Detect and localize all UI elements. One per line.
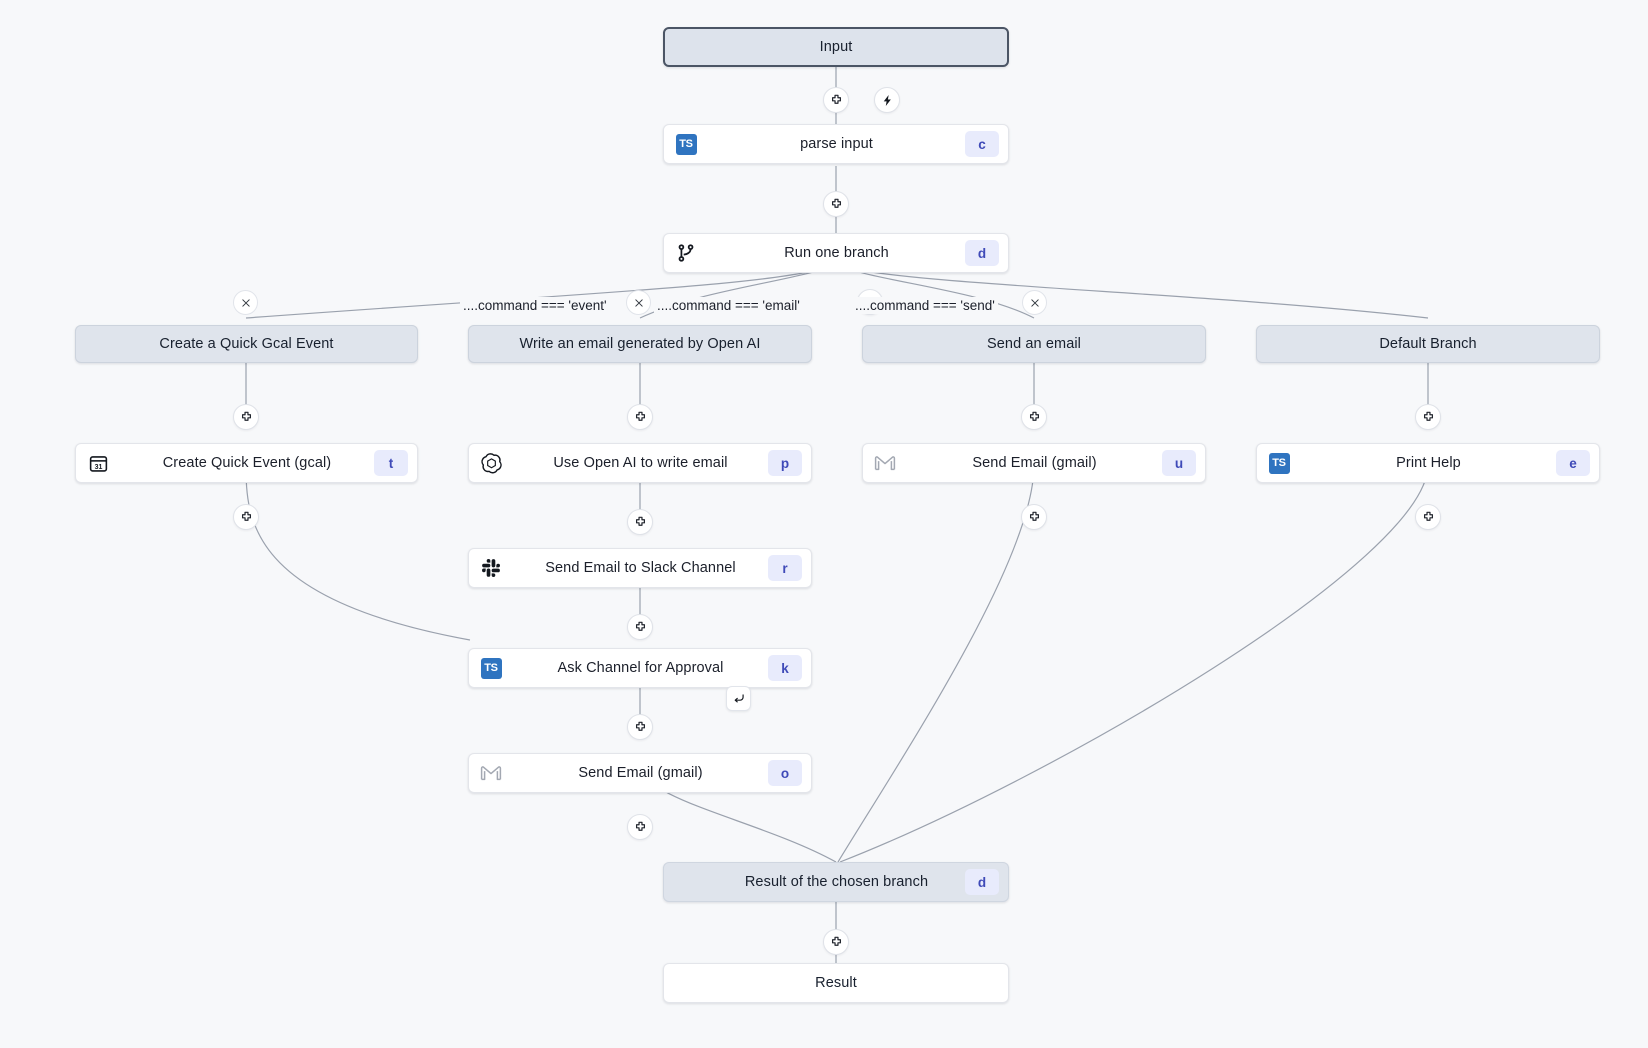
- close-icon: [241, 298, 250, 307]
- branch-condition-email: ....command === 'email': [654, 297, 803, 314]
- node-ask-approval-label: Ask Channel for Approval: [557, 660, 724, 676]
- branch-head-email-label: Write an email generated by Open AI: [519, 336, 761, 352]
- add-step-handle-use-open-ai[interactable]: [627, 509, 653, 535]
- node-use-open-ai-label: Use Open AI to write email: [553, 455, 728, 471]
- remove-branch-send[interactable]: [1022, 290, 1047, 315]
- node-send-email-slack-label: Send Email to Slack Channel: [545, 560, 736, 576]
- add-step-handle-branch-default[interactable]: [1415, 404, 1441, 430]
- lightning-icon: [883, 94, 891, 106]
- node-send-email-gmail-u-badge[interactable]: u: [1162, 450, 1196, 476]
- node-create-quick-event-badge[interactable]: t: [374, 450, 408, 476]
- node-send-email-gmail-u-label: Send Email (gmail): [972, 455, 1097, 471]
- add-step-handle-branch-send[interactable]: [1021, 404, 1047, 430]
- branch-head-send-label: Send an email: [987, 336, 1081, 352]
- branch-head-event[interactable]: Create a Quick Gcal Event: [75, 325, 418, 363]
- google-calendar-icon: 31: [76, 453, 120, 474]
- typescript-icon: TS: [664, 133, 708, 155]
- plus-icon: [831, 94, 841, 104]
- node-result-chosen-branch-label: Result of the chosen branch: [744, 874, 929, 890]
- close-icon: [1030, 298, 1039, 307]
- node-parse-input-badge[interactable]: c: [965, 131, 999, 157]
- node-run-one-branch-badge[interactable]: d: [965, 240, 999, 266]
- gmail-icon: [469, 761, 513, 785]
- close-icon: [634, 298, 643, 307]
- node-ask-approval-badge[interactable]: k: [768, 655, 802, 681]
- node-result-chosen-branch-badge[interactable]: d: [965, 869, 999, 895]
- plus-icon: [1029, 511, 1039, 521]
- node-parse-input[interactable]: TS parse input c: [663, 124, 1009, 164]
- add-step-handle-parse-input[interactable]: [823, 191, 849, 217]
- plus-icon: [1423, 511, 1433, 521]
- gmail-icon: [863, 451, 907, 475]
- plus-icon: [1029, 411, 1039, 421]
- plus-icon: [241, 511, 251, 521]
- branch-icon: [664, 242, 708, 264]
- plus-icon: [635, 721, 645, 731]
- svg-text:31: 31: [94, 463, 102, 470]
- node-use-open-ai-badge[interactable]: p: [768, 450, 802, 476]
- add-step-handle-send-email-slack[interactable]: [627, 614, 653, 640]
- typescript-icon: TS: [1257, 452, 1301, 474]
- trigger-handle[interactable]: [874, 87, 900, 113]
- node-create-quick-event[interactable]: 31 Create Quick Event (gcal) t: [75, 443, 418, 483]
- plus-icon: [635, 516, 645, 526]
- add-step-handle-print-help[interactable]: [1415, 504, 1441, 530]
- slack-icon: [469, 557, 513, 579]
- branch-head-default-label: Default Branch: [1379, 336, 1477, 352]
- node-print-help-label: Print Help: [1396, 455, 1461, 471]
- branch-condition-send: ....command === 'send': [852, 297, 998, 314]
- openai-icon: [469, 452, 513, 475]
- add-step-handle-ask-approval[interactable]: [627, 714, 653, 740]
- node-run-one-branch-label: Run one branch: [784, 245, 889, 261]
- add-step-handle-branch-event[interactable]: [233, 404, 259, 430]
- plus-icon: [831, 936, 841, 946]
- add-step-handle-send-email-gmail-u[interactable]: [1021, 504, 1047, 530]
- remove-branch-email[interactable]: [626, 290, 651, 315]
- node-print-help-badge[interactable]: e: [1556, 450, 1590, 476]
- add-step-handle-send-email-gmail-o[interactable]: [627, 814, 653, 840]
- add-step-handle-branch-email[interactable]: [627, 404, 653, 430]
- suspend-resume-badge[interactable]: [726, 686, 751, 711]
- node-input[interactable]: Input: [663, 27, 1009, 67]
- node-ask-approval[interactable]: TS Ask Channel for Approval k: [468, 648, 812, 688]
- branch-condition-event: ....command === 'event': [460, 297, 610, 314]
- plus-icon: [831, 198, 841, 208]
- add-step-handle-create-quick-event[interactable]: [233, 504, 259, 530]
- node-result-label: Result: [815, 975, 857, 991]
- node-result-chosen-branch[interactable]: Result of the chosen branch d: [663, 862, 1009, 902]
- plus-icon: [635, 621, 645, 631]
- node-send-email-gmail-o-label: Send Email (gmail): [578, 765, 703, 781]
- node-send-email-gmail-u[interactable]: Send Email (gmail) u: [862, 443, 1206, 483]
- plus-icon: [635, 821, 645, 831]
- plus-icon: [635, 411, 645, 421]
- branch-head-email[interactable]: Write an email generated by Open AI: [468, 325, 812, 363]
- node-create-quick-event-label: Create Quick Event (gcal): [162, 455, 332, 471]
- add-step-handle-result-chosen-branch[interactable]: [823, 929, 849, 955]
- node-send-email-gmail-o[interactable]: Send Email (gmail) o: [468, 753, 812, 793]
- remove-branch-event[interactable]: [233, 290, 258, 315]
- node-send-email-slack-badge[interactable]: r: [768, 555, 802, 581]
- branch-head-default[interactable]: Default Branch: [1256, 325, 1600, 363]
- branch-head-event-label: Create a Quick Gcal Event: [159, 336, 334, 352]
- node-run-one-branch[interactable]: Run one branch d: [663, 233, 1009, 273]
- branch-head-send[interactable]: Send an email: [862, 325, 1206, 363]
- plus-icon: [1423, 411, 1433, 421]
- node-parse-input-label: parse input: [800, 136, 873, 152]
- node-send-email-gmail-o-badge[interactable]: o: [768, 760, 802, 786]
- node-print-help[interactable]: TS Print Help e: [1256, 443, 1600, 483]
- node-input-label: Input: [819, 39, 853, 55]
- typescript-icon: TS: [469, 657, 513, 679]
- node-send-email-slack[interactable]: Send Email to Slack Channel r: [468, 548, 812, 588]
- add-step-handle-input[interactable]: [823, 87, 849, 113]
- node-result[interactable]: Result: [663, 963, 1009, 1003]
- suspend-resume-icon: [734, 693, 744, 702]
- node-use-open-ai[interactable]: Use Open AI to write email p: [468, 443, 812, 483]
- plus-icon: [241, 411, 251, 421]
